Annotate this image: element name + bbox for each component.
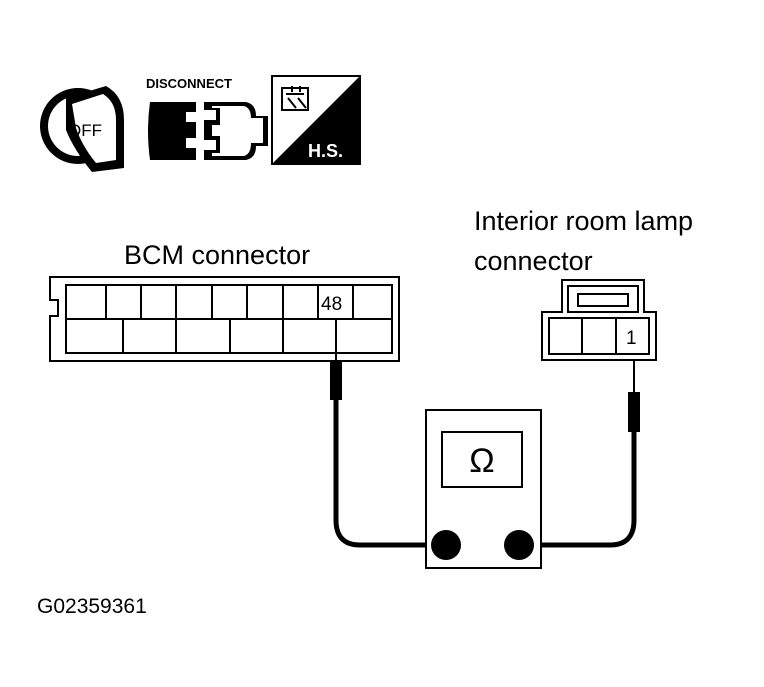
lamp-connector-label-line1: Interior room lamp bbox=[474, 206, 693, 236]
figure-code: G02359361 bbox=[37, 595, 147, 618]
ohmmeter: Ω bbox=[425, 409, 542, 569]
lamp-pin-number: 1 bbox=[626, 328, 637, 349]
left-probe bbox=[330, 320, 430, 548]
lamp-connector: 1 bbox=[541, 279, 657, 361]
bcm-connector: 48 bbox=[49, 276, 400, 362]
disconnect-text: DISCONNECT bbox=[146, 76, 232, 91]
harness-connector-hs-icon: H.S. bbox=[271, 75, 361, 165]
ignition-off-text: OFF bbox=[68, 121, 102, 140]
ohm-symbol: Ω bbox=[469, 442, 494, 480]
disconnect-connector-icon: DISCONNECT bbox=[146, 76, 268, 160]
bcm-pin-number: 48 bbox=[321, 294, 342, 315]
hs-text: H.S. bbox=[308, 141, 343, 161]
ignition-key-off-icon: OFF bbox=[40, 86, 124, 172]
lamp-connector-label-line2: connector bbox=[474, 246, 593, 276]
bcm-connector-label: BCM connector bbox=[124, 240, 310, 270]
right-probe bbox=[530, 360, 640, 548]
meter-terminal-left bbox=[431, 530, 461, 560]
meter-terminal-right bbox=[504, 530, 534, 560]
